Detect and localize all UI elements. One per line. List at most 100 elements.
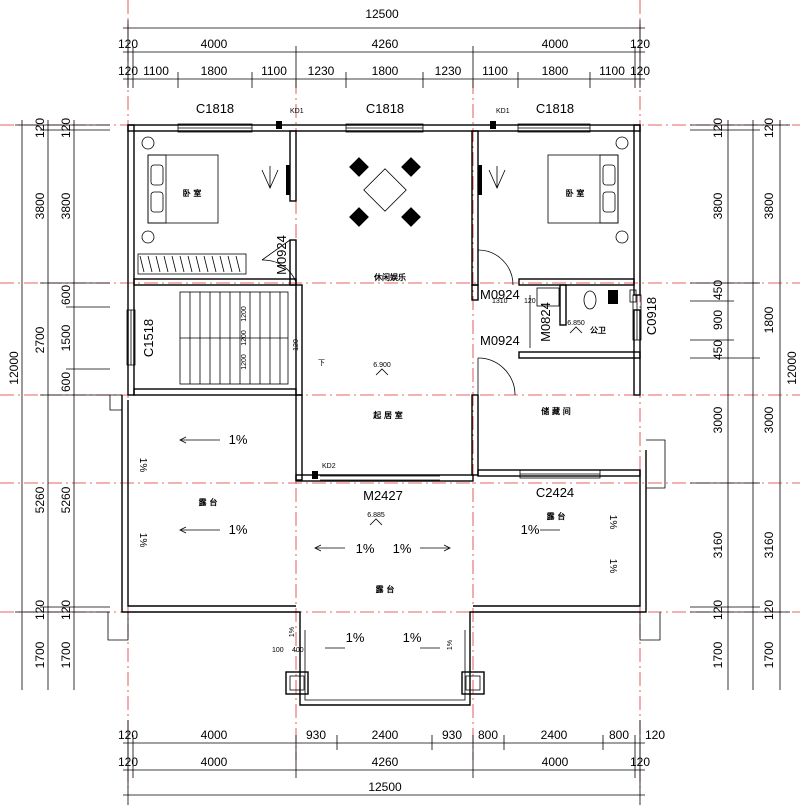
dim-left-i4: 600 [59,372,73,392]
room-terrace-center: 露 台 [376,584,395,594]
dim-left-i2: 600 [59,285,73,305]
dim-left-o5: 1700 [33,641,47,668]
dim-top-r2-6: 1230 [435,64,462,78]
dim-bot-r2-4: 120 [630,755,650,769]
doors [261,165,531,396]
dim-bot-r2-0: 120 [118,755,138,769]
slope-8: 1% [137,458,148,473]
dim-top-total: 12500 [365,7,399,21]
dim-top-r2-2: 1800 [201,64,228,78]
top-dimension-chain: 12500 120 4000 4260 4000 120 120 1100 18… [118,7,650,88]
bottom-dimension-chain: 120 4000 930 2400 930 800 2400 800 120 1… [118,720,665,805]
bathroom-fixtures [536,287,637,310]
dim-right-total: 12000 [785,351,799,385]
dim-right-i5: 3000 [711,406,725,433]
dim-top-r1-4: 120 [630,37,650,51]
dim-top-r1-0: 120 [118,37,138,51]
dim-left-i0: 120 [59,118,73,138]
label-kd1-right: KD1 [496,108,510,115]
dim-right-i0: 120 [711,118,725,138]
dim-bot-r1-2: 930 [306,728,326,742]
dim-right-o5: 120 [762,600,776,620]
windows [126,121,642,481]
dim-left-o1: 3800 [33,192,47,219]
dim-top-r2-8: 1800 [542,64,569,78]
dim-right-i2: 450 [711,280,725,300]
dim-top-r2-3: 1100 [261,64,287,78]
dim-top-r1-3: 4000 [542,37,569,51]
dim-bot-r1-3: 2400 [372,728,399,742]
dim-left-o0: 120 [33,118,47,138]
dim-right-o3: 3000 [762,406,776,433]
dim-bot-r1-4: 930 [442,728,462,742]
dim-left-o2: 2700 [33,326,47,353]
dim-left-i5: 5260 [59,486,73,513]
stair-w3: 1200 [241,354,248,370]
dim-bot-r2-3: 4000 [542,755,569,769]
bed-right [547,136,629,244]
dim-bot-total: 12500 [368,780,402,794]
stair-gap: 120 [293,339,300,351]
room-labels: 卧 室 卧 室 休闲娱乐 起 居 室 储 藏 间 公卫 露 台 露 台 露 台 [183,188,606,594]
dim-right-o4: 3160 [762,531,776,558]
label-c2424: C2424 [536,485,574,500]
dim-right-o1: 3800 [762,192,776,219]
level-living: 6.900 [373,362,391,369]
dim-right-o2: 1800 [762,306,776,333]
slope-2: 1% [229,522,248,537]
room-bedroom-right: 卧 室 [566,188,585,198]
slope-3: 1% [356,541,375,556]
stair-w1: 1200 [241,306,248,322]
dim-top-r2-7: 1100 [482,64,508,78]
slope-marks: 1% 1% 1% 1% 1% 1% 1% 1% 1% 1% 1% 1% 1% [137,432,618,650]
dim-right-o0: 120 [762,118,776,138]
dim-bot-r1-5: 800 [478,728,498,742]
left-dimension-chain: 12000 120 3800 2700 5260 120 1700 120 38… [7,118,110,690]
dim-top-r1-1: 4000 [201,37,228,51]
dim-left-i3: 1500 [59,324,73,351]
stair-down: 下 [318,359,325,367]
misc-100: 100 [272,647,284,654]
dim-bot-r1-7: 800 [609,728,629,742]
slope-5: 1% [521,522,540,537]
level-marks: 6.900 6.850 6.885 [367,320,585,526]
dim-right-i6: 3160 [711,531,725,558]
dim-bot-r1-1: 4000 [201,728,228,742]
slope-10: 1% [607,515,618,530]
dim-top-r2-9: 1100 [599,64,625,78]
label-c1818-right: C1818 [536,101,574,116]
dim-right-i3: 900 [711,310,725,330]
dim-bot-r2-1: 4000 [201,755,228,769]
dim-right-o6: 1700 [762,641,776,668]
slope-9: 1% [137,533,148,548]
label-m0924-storage: M0924 [480,333,520,348]
label-m2427: M2427 [363,488,403,503]
dim-bot-r1-0: 120 [118,728,138,742]
dim-left-total: 12000 [7,351,21,385]
label-c1518: C1518 [141,319,156,357]
stair-w2: 1200 [241,330,248,346]
slope-12: 1% [289,627,296,637]
slope-13: 1% [447,640,454,650]
dim-bot-r1-8: 120 [645,728,665,742]
room-leisure: 休闲娱乐 [373,272,406,282]
dim-left-o4: 120 [33,600,47,620]
misc-400: 400 [292,647,304,654]
slope-7: 1% [403,630,422,645]
level-bath: 6.850 [567,320,585,327]
dim-left-i6: 120 [59,600,73,620]
dim-left-i7: 1700 [59,641,73,668]
opening-labels: C1818 C1818 C1818 KD1 KD1 KD2 M0924 M092… [141,101,659,503]
slope-6: 1% [346,630,365,645]
right-dimension-chain: 12000 120 3800 1800 3000 3160 120 1700 1… [690,118,799,690]
label-kd2: KD2 [322,463,336,470]
label-kd1-left: KD1 [290,108,304,115]
label-m0924-left: M0924 [274,235,289,275]
staircase [179,291,289,385]
slope-1: 1% [229,432,248,447]
dining-table [349,157,421,227]
dim-right-i1: 3800 [711,192,725,219]
dim-left-i1: 3800 [59,192,73,219]
walls [107,124,666,706]
label-c1818-center: C1818 [366,101,404,116]
